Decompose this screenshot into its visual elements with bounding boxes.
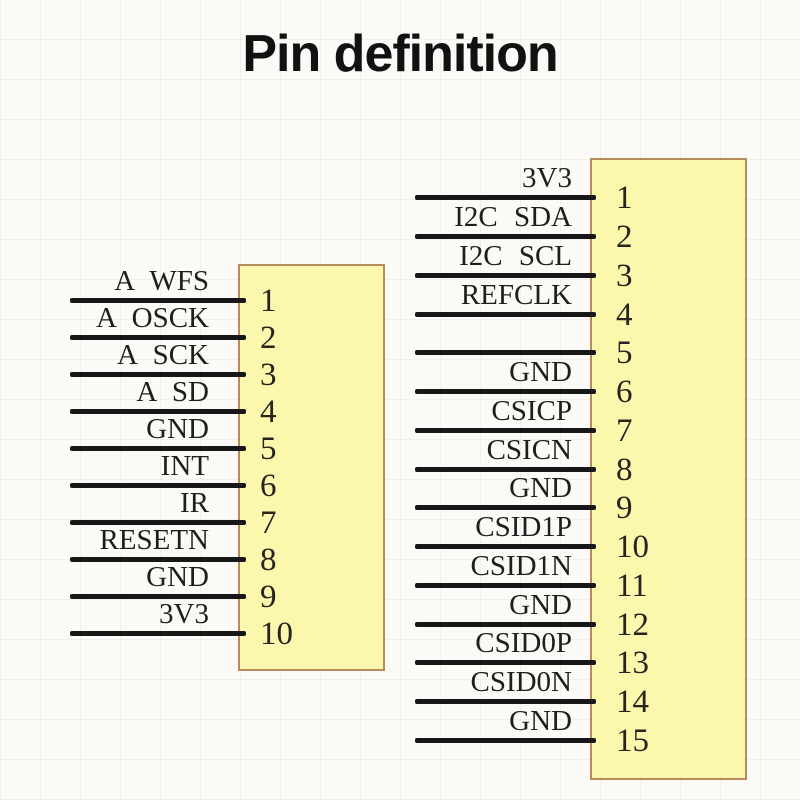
pin-number: 15 bbox=[616, 723, 649, 759]
pin-label: GND bbox=[509, 472, 572, 504]
pin-wire bbox=[415, 350, 596, 355]
pin-label: GND bbox=[146, 413, 209, 445]
pin-wire bbox=[70, 520, 246, 525]
pin-label bbox=[405, 316, 572, 350]
pin-wire bbox=[415, 234, 596, 239]
pin-label: CSID0P bbox=[475, 627, 572, 659]
pin-label: A SCK bbox=[116, 339, 209, 371]
pin-number: 14 bbox=[616, 684, 649, 720]
page-title: Pin definition bbox=[242, 25, 558, 83]
pin-number: 5 bbox=[260, 431, 277, 467]
pin-wire bbox=[415, 273, 596, 278]
left-connector-body bbox=[238, 264, 385, 671]
pin-wire bbox=[415, 583, 596, 588]
pin-number: 13 bbox=[616, 645, 649, 681]
pin-label: A OSCK bbox=[96, 302, 209, 334]
pin-number: 11 bbox=[616, 568, 648, 604]
pin-wire bbox=[70, 631, 246, 636]
pin-wire bbox=[415, 660, 596, 665]
pin-number: 4 bbox=[616, 297, 633, 333]
pin-number: 5 bbox=[616, 335, 633, 371]
pin-number: 7 bbox=[260, 505, 277, 541]
pin-label: CSID0N bbox=[470, 666, 572, 698]
pin-label: I2C SCL bbox=[459, 240, 572, 272]
pin-wire bbox=[70, 446, 246, 451]
right-connector-body bbox=[590, 158, 747, 780]
pin-number: 8 bbox=[260, 542, 277, 578]
pin-wire bbox=[70, 409, 246, 414]
pin-wire bbox=[70, 298, 246, 303]
pin-number: 4 bbox=[260, 394, 277, 430]
pin-number: 6 bbox=[616, 374, 633, 410]
pin-number: 7 bbox=[616, 413, 633, 449]
pin-wire bbox=[415, 505, 596, 510]
pin-number: 1 bbox=[616, 180, 633, 216]
pin-wire bbox=[70, 483, 246, 488]
pin-number: 2 bbox=[260, 320, 277, 356]
pin-number: 8 bbox=[616, 452, 633, 488]
pin-label: A SD bbox=[136, 376, 209, 408]
pin-wire bbox=[70, 557, 246, 562]
pin-number: 6 bbox=[260, 468, 277, 504]
pin-label: A WFS bbox=[114, 265, 209, 297]
pin-number: 3 bbox=[616, 258, 633, 294]
pin-wire bbox=[415, 622, 596, 627]
pin-number: 9 bbox=[260, 579, 277, 615]
pin-label: I2C SDA bbox=[454, 201, 572, 233]
pin-label: GND bbox=[146, 561, 209, 593]
pin-wire bbox=[415, 312, 596, 317]
pin-label: 3V3 bbox=[522, 162, 572, 194]
pin-number: 9 bbox=[616, 490, 633, 526]
pin-label: GND bbox=[509, 356, 572, 388]
pin-number: 3 bbox=[260, 357, 277, 393]
pin-wire bbox=[70, 372, 246, 377]
pin-wire bbox=[415, 428, 596, 433]
pin-label: INT bbox=[160, 450, 209, 482]
pin-number: 2 bbox=[616, 219, 633, 255]
pin-label: GND bbox=[509, 589, 572, 621]
pin-label: CSID1N bbox=[470, 550, 572, 582]
pin-label: RESETN bbox=[99, 524, 209, 556]
pin-label: GND bbox=[509, 705, 572, 737]
pin-label: CSID1P bbox=[475, 511, 572, 543]
pin-wire bbox=[415, 389, 596, 394]
pin-number: 1 bbox=[260, 283, 277, 319]
pin-number: 10 bbox=[616, 529, 649, 565]
pin-wire bbox=[70, 335, 246, 340]
pin-wire bbox=[70, 594, 246, 599]
pin-wire bbox=[415, 467, 596, 472]
pin-label: REFCLK bbox=[460, 279, 572, 311]
pin-label: IR bbox=[180, 487, 209, 519]
pin-number: 12 bbox=[616, 607, 649, 643]
pin-wire bbox=[415, 738, 596, 743]
pin-wire bbox=[415, 544, 596, 549]
pin-label: CSICN bbox=[486, 434, 572, 466]
pin-number: 10 bbox=[260, 616, 293, 652]
pin-wire bbox=[415, 699, 596, 704]
pin-label: CSICP bbox=[491, 395, 572, 427]
pin-wire bbox=[415, 195, 596, 200]
pin-label: 3V3 bbox=[159, 598, 209, 630]
